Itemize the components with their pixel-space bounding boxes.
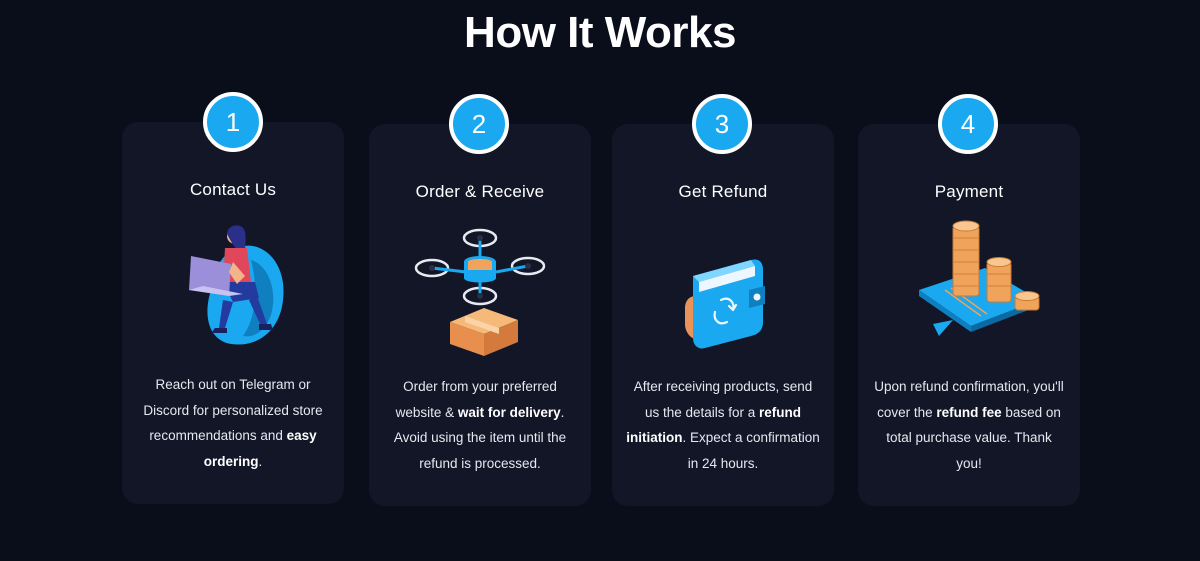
delivery-drone-icon [369,224,591,359]
step-number-badge: 2 [449,94,509,154]
step-description: Order from your preferred website & wait… [393,379,567,471]
step-card-order: Order & Receive [369,124,591,506]
step-card-contact: Contact Us Reach out on Telegram or Disc… [122,122,344,504]
coin-stacks-icon [858,216,1080,356]
person-with-laptop-icon [122,220,344,355]
step-number-badge: 3 [692,94,752,154]
section-heading: How It Works [464,8,736,57]
step-description: Reach out on Telegram or Discord for per… [143,377,323,469]
step-card-payment: Payment [858,124,1080,506]
step-card-refund: Get Refund After receiving products, sen… [612,124,834,506]
step-description: Upon refund confirmation, you'll cover t… [874,379,1064,471]
wallet-icon [612,248,834,358]
step-description: After receiving products, send us the de… [626,379,820,471]
step-title: Payment [934,182,1004,201]
step-title: Get Refund [678,182,768,201]
step-title: Order & Receive [415,182,545,201]
step-title: Contact Us [189,180,277,199]
step-number-badge: 4 [938,94,998,154]
step-number-badge: 1 [203,92,263,152]
